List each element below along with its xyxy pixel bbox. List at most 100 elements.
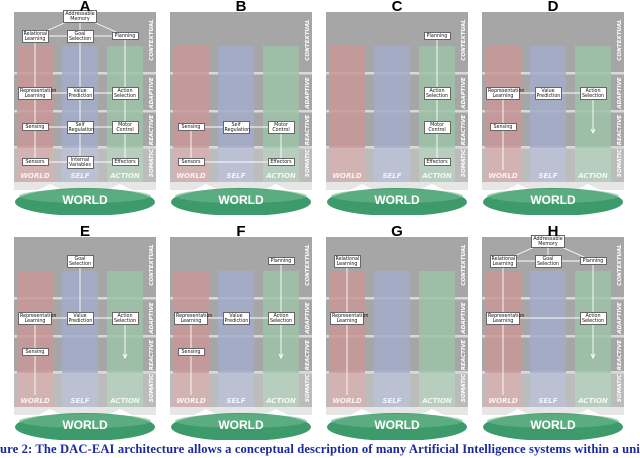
layer-label-reactive: REACTIVE (305, 340, 311, 371)
world-ellipse-highlight (487, 414, 619, 428)
action-column-label: ACTION (265, 172, 296, 180)
action-column-label: ACTION (421, 397, 452, 405)
world-base-label: WORLD (218, 193, 264, 207)
self-column (374, 46, 410, 182)
action-column-label: ACTION (577, 172, 608, 180)
layer-label-contextual: CONTEXTUAL (149, 19, 155, 61)
world-interface (14, 182, 156, 190)
world-base-label: WORLD (62, 418, 108, 432)
world-column-label: WORLD (488, 397, 518, 405)
self-column-label: SELF (538, 172, 557, 180)
layer-label-reactive: REACTIVE (461, 115, 467, 146)
somatic-fade (14, 373, 156, 407)
module-planning: Planning (579, 257, 607, 265)
layer-label-reactive: REACTIVE (461, 340, 467, 371)
module-self-reg: Self Regulation (222, 120, 251, 134)
module-motor: Motor Control (267, 120, 295, 134)
somatic-fade (326, 373, 468, 407)
module-sensing: Sensing (21, 348, 49, 356)
panel-letter: E (79, 223, 90, 240)
module-memory: Addressable Memory (63, 9, 97, 23)
world-base-label: WORLD (530, 193, 576, 207)
world-ellipse-highlight (175, 414, 307, 428)
layer-label-somatic: SOMATIC (149, 373, 155, 402)
module-goal: Goal Selection (66, 254, 94, 268)
world-ellipse-highlight (487, 189, 619, 203)
somatic-fade (482, 148, 624, 182)
action-column-label: ACTION (109, 397, 140, 405)
panel-letter: B (235, 0, 247, 15)
action-output-arrow (590, 93, 596, 135)
self-column (218, 271, 254, 407)
module-relational: Relational Learning (333, 254, 361, 268)
world-interface (482, 407, 624, 415)
layer-label-somatic: SOMATIC (305, 148, 311, 177)
layer-label-reactive: REACTIVE (305, 115, 311, 146)
world-column-label: WORLD (176, 397, 206, 405)
module-motor: Motor Control (423, 120, 451, 134)
module-value: Value Prediction (66, 86, 94, 100)
world-base-label: WORLD (374, 418, 420, 432)
module-action-sel: Action Selection (111, 86, 139, 100)
figure-caption: ure 2: The DAC-EAI architecture allows a… (0, 442, 640, 456)
layer-label-contextual: CONTEXTUAL (305, 19, 311, 61)
module-representation: Representation Learning (486, 86, 525, 100)
world-interface (170, 182, 312, 190)
module-goal: Goal Selection (534, 254, 562, 268)
module-representation: Representation Learning (18, 311, 57, 325)
self-column-label: SELF (70, 397, 89, 405)
self-column (374, 271, 410, 407)
action-column (419, 271, 455, 407)
action-output-arrow (590, 318, 596, 360)
world-column-label: WORLD (20, 172, 50, 180)
world-column-label: WORLD (332, 172, 362, 180)
action-output-arrow (122, 318, 128, 360)
panel-letter: H (547, 223, 559, 240)
module-sensing: Sensing (489, 123, 517, 131)
layer-label-reactive: REACTIVE (617, 340, 623, 371)
module-action-sel: Action Selection (111, 311, 139, 325)
layer-label-contextual: CONTEXTUAL (149, 244, 155, 286)
self-column-label: SELF (70, 172, 89, 180)
world-column-label: WORLD (332, 397, 362, 405)
layer-label-somatic: SOMATIC (461, 148, 467, 177)
world-base-label: WORLD (218, 418, 264, 432)
layer-label-adaptive: ADAPTIVE (305, 302, 311, 335)
layer-label-contextual: CONTEXTUAL (461, 19, 467, 61)
module-planning: Planning (111, 32, 139, 40)
layer-label-somatic: SOMATIC (149, 148, 155, 177)
module-relational: Relational Learning (489, 254, 517, 268)
module-representation: Representation Learning (486, 311, 525, 325)
self-column (218, 46, 254, 182)
module-motor: Motor Control (111, 120, 139, 134)
module-action-sel: Action Selection (423, 86, 451, 100)
layer-label-contextual: CONTEXTUAL (305, 244, 311, 286)
layer-label-adaptive: ADAPTIVE (617, 77, 623, 110)
world-ellipse-highlight (331, 414, 463, 428)
action-output-arrow (278, 318, 284, 360)
layer-label-somatic: SOMATIC (461, 373, 467, 402)
self-column-label: SELF (538, 397, 557, 405)
self-column (530, 271, 566, 407)
action-column-label: ACTION (577, 397, 608, 405)
layer-label-contextual: CONTEXTUAL (461, 244, 467, 286)
layer-label-contextual: CONTEXTUAL (617, 19, 623, 61)
world-interface (170, 407, 312, 415)
self-column-label: SELF (226, 397, 245, 405)
somatic-fade (482, 373, 624, 407)
module-relational: Relational Learning (21, 29, 49, 43)
layer-label-reactive: REACTIVE (149, 340, 155, 371)
layer-label-contextual: CONTEXTUAL (617, 244, 623, 286)
module-representation: Representation Learning (330, 311, 369, 325)
module-memory: Addressable Memory (531, 234, 565, 248)
module-sensing: Sensing (21, 123, 49, 131)
world-column-label: WORLD (176, 172, 206, 180)
panel-letter: F (236, 223, 246, 240)
panel-letter: C (391, 0, 403, 15)
